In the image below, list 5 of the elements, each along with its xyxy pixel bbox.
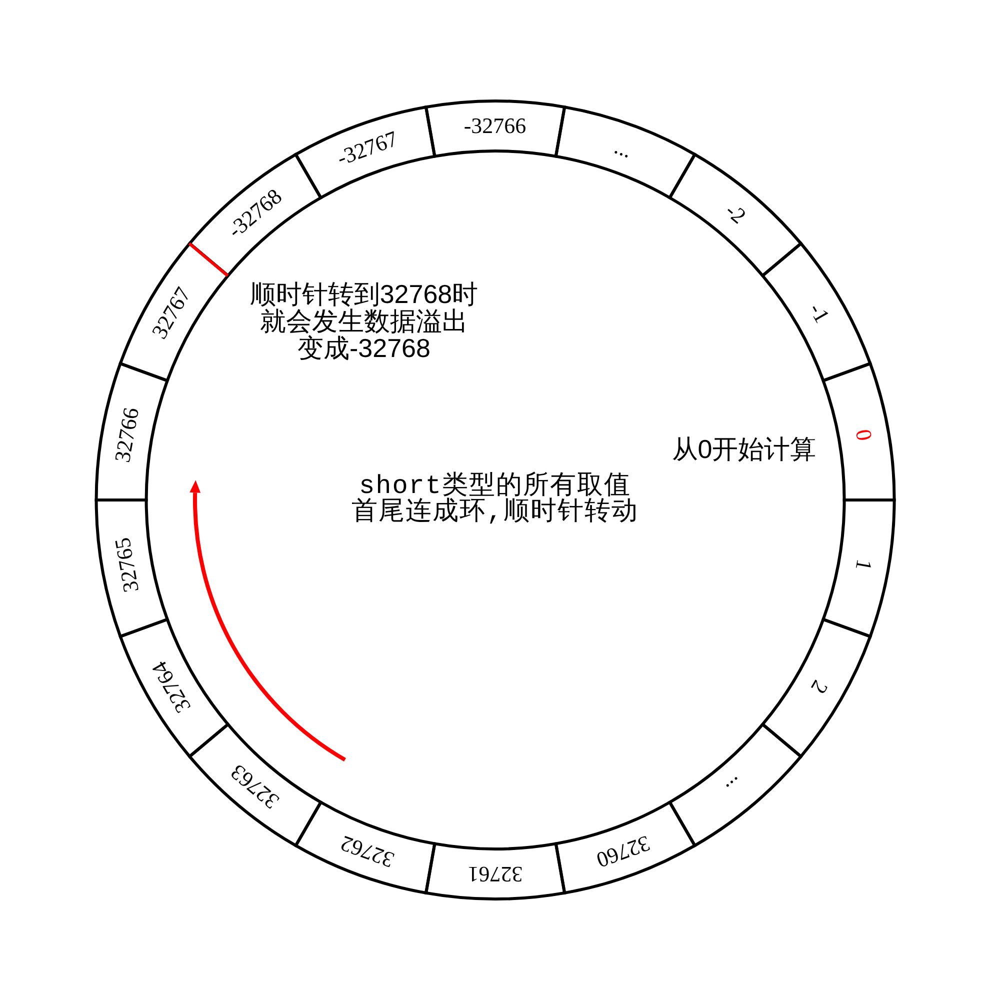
note-text: 顺时针转到32768时就会发生数据溢出变成-32768 xyxy=(248,281,480,362)
ring-segment: 32761 xyxy=(426,844,564,899)
note-text: 从0开始计算 xyxy=(672,436,816,463)
ring-segment: -32766 xyxy=(426,101,564,156)
note-text: short类型的所有取值首尾连成环,顺时针转动 xyxy=(350,473,640,525)
